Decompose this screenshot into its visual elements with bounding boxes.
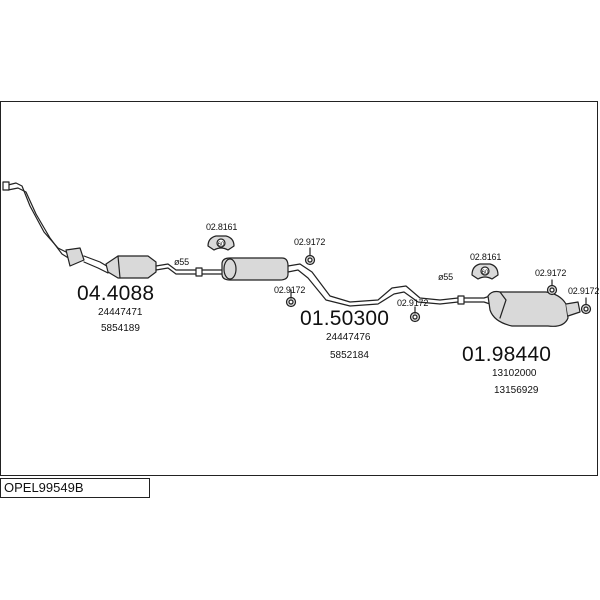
rubber-mount-b [471, 263, 499, 280]
part-ref-3b: 13156929 [494, 385, 539, 396]
part-number-3: 01.98440 [462, 343, 552, 366]
clamp-label-4: 02.9172 [535, 268, 567, 278]
clamp-label-5: 02.9172 [568, 286, 600, 296]
mount-a-size: 60 [218, 242, 225, 248]
front-pipe [2, 181, 111, 274]
clamp-label-1: 02.9172 [294, 237, 326, 247]
rear-silencer [463, 290, 581, 327]
part-ref-1b: 5854189 [101, 323, 140, 334]
part-ref-2a: 24447476 [326, 332, 371, 343]
mount-b-label: 02.8161 [470, 252, 502, 262]
diagram-frame [0, 101, 598, 476]
part-ref-2b: 5852184 [330, 350, 369, 361]
clamp-label-2: 02.9172 [274, 285, 306, 295]
part-number-1: 04.4088 [77, 282, 155, 305]
clamp-icon-4 [546, 284, 558, 296]
catalytic-converter [105, 255, 225, 279]
clamp-icon-3 [409, 311, 421, 323]
diagram-code: OPEL99549B [0, 478, 150, 498]
part-ref-3a: 13102000 [492, 368, 537, 379]
diameter-label-2: ø55 [438, 272, 453, 282]
clamp-icon-1 [304, 254, 316, 266]
part-ref-1a: 24447471 [98, 307, 143, 318]
clamp-icon-2 [285, 296, 297, 308]
rubber-mount-a [207, 235, 235, 251]
mount-a-label: 02.8161 [206, 222, 238, 232]
mount-b-size: 60 [482, 270, 489, 276]
clamp-icon-5 [580, 303, 592, 315]
diameter-label-1: ø55 [174, 257, 189, 267]
part-number-2: 01.50300 [300, 307, 390, 330]
middle-silencer [221, 257, 465, 307]
clamp-label-3: 02.9172 [397, 298, 429, 308]
